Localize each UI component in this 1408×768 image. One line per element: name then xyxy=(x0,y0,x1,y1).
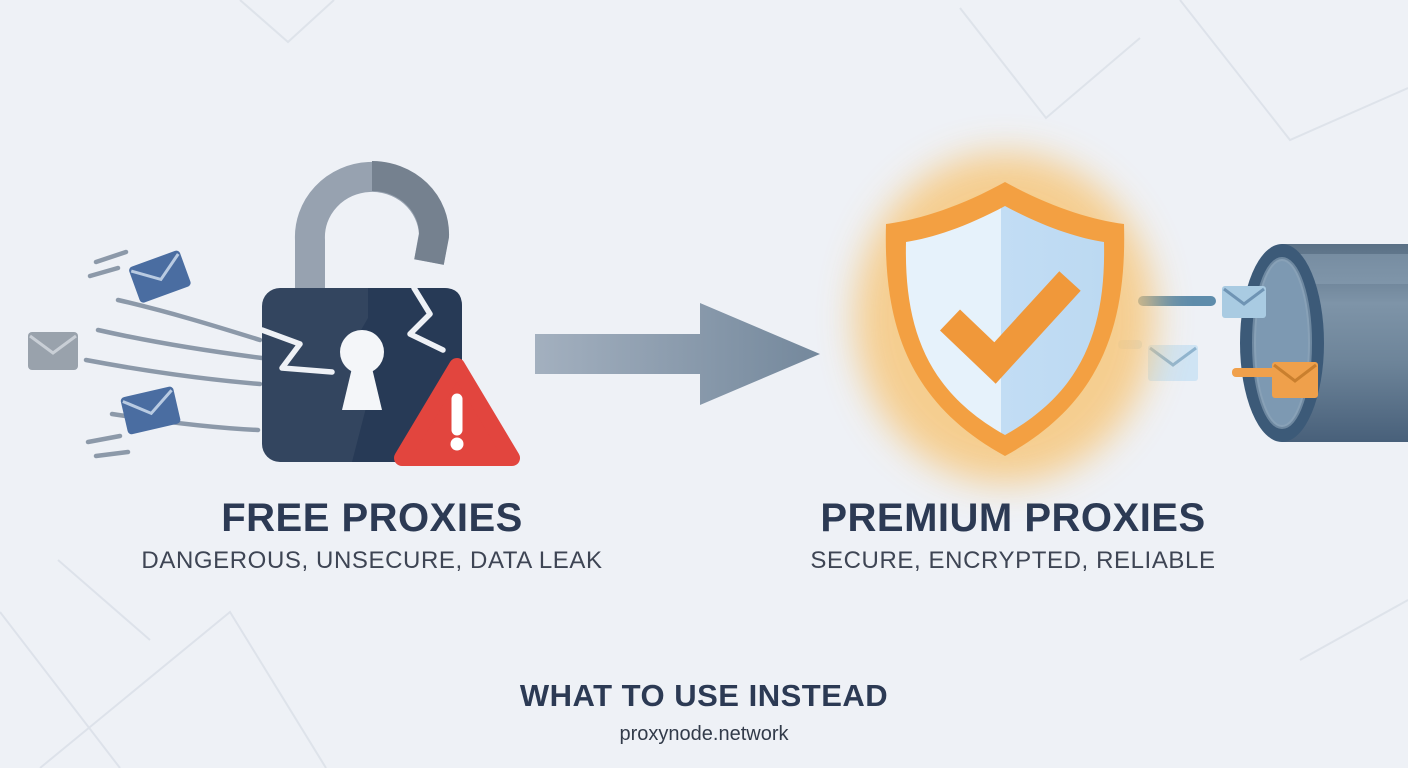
tunnel-envelope-icon xyxy=(1222,286,1266,318)
gray-envelope-icon xyxy=(28,332,78,370)
premium-proxies-title: PREMIUM PROXIES xyxy=(820,496,1206,540)
free-proxies-title: FREE PROXIES xyxy=(221,496,523,540)
leaking-data-illustration xyxy=(28,161,520,466)
tunnel-envelope-icon xyxy=(1148,345,1198,381)
tunnel-envelope-icon xyxy=(1272,362,1318,398)
leaking-envelope-icon xyxy=(129,250,191,303)
lock-shackle xyxy=(294,161,450,296)
leaking-envelope-icon xyxy=(120,386,181,435)
keyhole xyxy=(340,330,384,410)
secure-tunnel-icon xyxy=(1118,244,1408,442)
warning-triangle-icon xyxy=(394,358,520,466)
shield-check-icon xyxy=(855,153,1155,483)
footer-heading: WHAT TO USE INSTEAD xyxy=(519,678,889,713)
website-url: proxynode.network xyxy=(619,723,789,745)
premium-proxies-subtitle: SECURE, ENCRYPTED, RELIABLE xyxy=(810,547,1216,574)
crack-lines xyxy=(259,285,446,375)
checkmark xyxy=(939,271,1081,384)
free-proxies-subtitle: DANGEROUS, UNSECURE, DATA LEAK xyxy=(141,547,603,574)
arrow-right-icon xyxy=(535,303,820,405)
